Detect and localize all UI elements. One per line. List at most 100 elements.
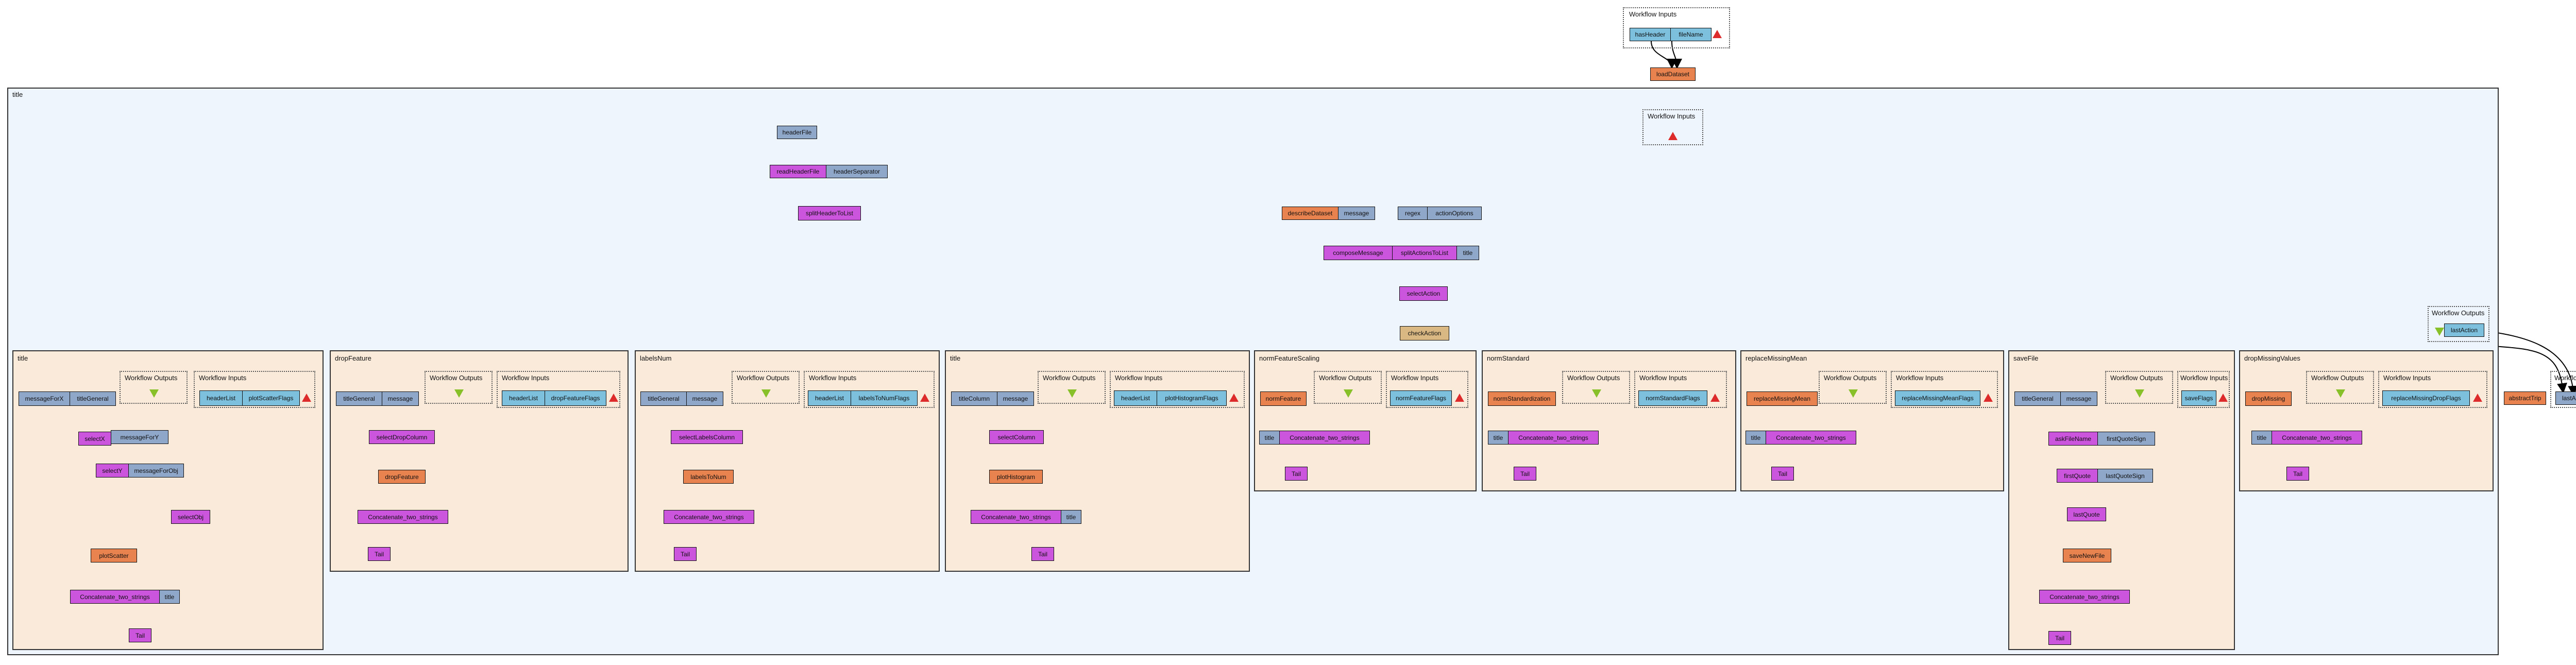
concat-node[interactable]: Concatenate_two_strings xyxy=(1766,431,1856,445)
title-node[interactable]: title xyxy=(1745,431,1766,445)
save-new-file-node[interactable]: saveNewFile xyxy=(2063,549,2111,562)
input-port-header-list[interactable]: headerList xyxy=(502,390,545,406)
select-labels-column-node[interactable]: selectLabelsColumn xyxy=(671,430,743,444)
first-quote-sign-node[interactable]: firstQuoteSign xyxy=(2097,432,2155,446)
message-node[interactable]: message xyxy=(997,391,1034,406)
wf-outputs-label: Workflow Outputs xyxy=(430,374,483,382)
input-port-labels-to-num-flags[interactable]: labelsToNumFlags xyxy=(851,390,918,406)
concat-node[interactable]: Concatenate_two_strings xyxy=(2272,431,2362,445)
title-general-node[interactable]: titleGeneral xyxy=(640,391,687,406)
input-port-plot-scatter-flags[interactable]: plotScatterFlags xyxy=(242,390,300,406)
split-header-to-list-node[interactable]: splitHeaderToList xyxy=(798,206,861,220)
last-quote-node[interactable]: lastQuote xyxy=(2067,507,2106,521)
plot-histogram-node[interactable]: plotHistogram xyxy=(989,470,1043,484)
first-quote-node[interactable]: firstQuote xyxy=(2057,469,2098,483)
message-for-y-node[interactable]: messageForY xyxy=(111,430,168,444)
concat-node[interactable]: Concatenate_two_strings xyxy=(2039,590,2130,604)
warning-icon xyxy=(920,394,929,402)
concat-node[interactable]: Concatenate_two_strings xyxy=(358,510,448,524)
ask-file-name-node[interactable]: askFileName xyxy=(2048,432,2098,446)
message-node[interactable]: message xyxy=(1338,207,1375,220)
drop-missing-node[interactable]: dropMissing xyxy=(2245,391,2292,406)
output-port-last-action[interactable]: lastAction xyxy=(2444,323,2484,337)
load-dataset-node[interactable]: loadDataset xyxy=(1650,67,1696,81)
input-port-drop-feature-flags[interactable]: dropFeatureFlags xyxy=(545,390,606,406)
input-port-has-header[interactable]: hasHeader xyxy=(1630,28,1671,41)
input-port-replace-missing-mean-flags[interactable]: replaceMissingMeanFlags xyxy=(1895,390,1980,406)
tail-node[interactable]: Tail xyxy=(368,547,391,561)
wf-inputs-label: Workflow Inputs xyxy=(2383,374,2431,382)
title-general-node[interactable]: titleGeneral xyxy=(2014,391,2061,406)
header-separator-node[interactable]: headerSeparator xyxy=(826,165,888,178)
wf-inputs-label: Workflow Inputs xyxy=(1391,374,1439,382)
tail-node[interactable]: Tail xyxy=(1285,467,1308,481)
concat-node[interactable]: Concatenate_two_strings xyxy=(70,590,160,604)
abstract-trip-node[interactable]: abstractTrip xyxy=(2504,391,2546,405)
tail-node[interactable]: Tail xyxy=(674,547,697,561)
tail-node[interactable]: Tail xyxy=(1031,547,1054,561)
wf-inputs-label: Workflow Inputs xyxy=(1115,374,1163,382)
message-node[interactable]: message xyxy=(686,391,723,406)
select-column-node[interactable]: selectColumn xyxy=(989,430,1044,444)
replace-missing-mean-node[interactable]: replaceMissingMean xyxy=(1747,391,1818,406)
read-header-file-node[interactable]: readHeaderFile xyxy=(770,165,826,178)
concat-node[interactable]: Concatenate_two_strings xyxy=(664,510,754,524)
title-column-node[interactable]: titleColumn xyxy=(951,391,997,406)
title-node[interactable]: title xyxy=(1456,246,1479,260)
concat-node[interactable]: Concatenate_two_strings xyxy=(1508,431,1599,445)
message-for-obj-node[interactable]: messageForObj xyxy=(128,464,184,478)
message-node[interactable]: message xyxy=(2060,391,2097,406)
title-general-node[interactable]: titleGeneral xyxy=(70,391,116,406)
select-obj-node[interactable]: selectObj xyxy=(171,510,210,524)
outer-workflow-outputs: Workflow Outputs xyxy=(2550,371,2576,408)
tail-node[interactable]: Tail xyxy=(129,628,151,642)
title-node[interactable]: title xyxy=(159,590,180,604)
input-port-header-list[interactable]: headerList xyxy=(808,390,851,406)
describe-dataset-node[interactable]: describeDataset xyxy=(1282,207,1338,220)
title-node[interactable]: title xyxy=(1259,431,1280,445)
title-node[interactable]: title xyxy=(1061,510,1081,524)
plot-histogram-cluster: title xyxy=(945,350,1250,572)
tail-node[interactable]: Tail xyxy=(1514,467,1536,481)
plot-histogram-wf-inputs: Workflow Inputs xyxy=(1110,371,1245,408)
select-y-node[interactable]: selectY xyxy=(96,464,129,478)
select-x-node[interactable]: selectX xyxy=(78,432,111,446)
concat-node[interactable]: Concatenate_two_strings xyxy=(1279,431,1370,445)
input-port-plot-histogram-flags[interactable]: plotHistogramFlags xyxy=(1157,390,1227,406)
output-port-last-action-outer[interactable]: lastAction xyxy=(2555,391,2576,405)
norm-feature-node[interactable]: normFeature xyxy=(1260,391,1307,406)
last-quote-sign-node[interactable]: lastQuoteSign xyxy=(2097,469,2153,483)
message-for-x-node[interactable]: messageForX xyxy=(19,391,70,406)
drop-missing-values-title: dropMissingValues xyxy=(2244,354,2300,362)
input-port-norm-feature-flags[interactable]: normFeatureFlags xyxy=(1390,390,1452,406)
compose-message-node[interactable]: composeMessage xyxy=(1324,246,1393,260)
labels-to-num-node[interactable]: labelsToNum xyxy=(683,470,734,484)
select-action-node[interactable]: selectAction xyxy=(1399,286,1448,301)
input-port-replace-missing-drop-flags[interactable]: replaceMissingDropFlags xyxy=(2382,390,2470,406)
concat-node[interactable]: Concatenate_two_strings xyxy=(971,510,1061,524)
check-action-node[interactable]: checkAction xyxy=(1400,326,1449,340)
title-node[interactable]: title xyxy=(1488,431,1509,445)
split-actions-to-list-node[interactable]: splitActionsToList xyxy=(1392,246,1457,260)
tail-node[interactable]: Tail xyxy=(1771,467,1794,481)
input-port-header-list[interactable]: headerList xyxy=(199,390,243,406)
title-general-node[interactable]: titleGeneral xyxy=(336,391,382,406)
input-port-norm-standard-flags[interactable]: normStandardFlags xyxy=(1638,390,1707,406)
drop-feature-node[interactable]: dropFeature xyxy=(378,470,426,484)
input-port-file-name[interactable]: fileName xyxy=(1670,28,1711,41)
output-icon xyxy=(2135,389,2144,398)
header-file-node[interactable]: headerFile xyxy=(777,126,817,139)
plot-scatter-node[interactable]: plotScatter xyxy=(91,549,137,562)
input-port-save-flags[interactable]: saveFlags xyxy=(2181,390,2216,406)
title-node[interactable]: title xyxy=(2251,431,2272,445)
tail-node[interactable]: Tail xyxy=(2048,631,2071,645)
wf-inputs-label: Workflow Inputs xyxy=(502,374,550,382)
message-node[interactable]: message xyxy=(382,391,419,406)
norm-standardization-node[interactable]: normStandardization xyxy=(1488,391,1556,406)
input-port-header-list[interactable]: headerList xyxy=(1114,390,1157,406)
warning-icon xyxy=(1710,394,1720,402)
action-options-node[interactable]: actionOptions xyxy=(1427,207,1482,220)
select-drop-column-node[interactable]: selectDropColumn xyxy=(369,430,435,444)
regex-node[interactable]: regex xyxy=(1398,207,1428,220)
tail-node[interactable]: Tail xyxy=(2286,467,2309,481)
